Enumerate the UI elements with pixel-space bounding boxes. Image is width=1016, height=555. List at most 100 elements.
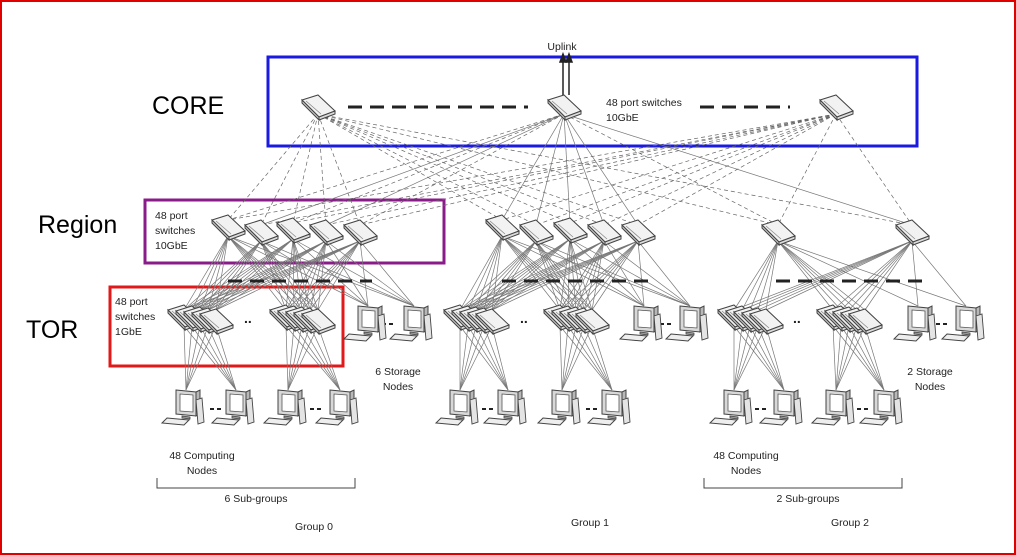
- region-tor-link: [569, 238, 593, 311]
- region-tor-link: [501, 235, 577, 311]
- tor-computing-link: [483, 325, 509, 391]
- tor-computing-link: [185, 325, 209, 391]
- core-region-link: [317, 113, 605, 226]
- core-region-link: [359, 113, 837, 226]
- tor-switch-label-line1: 48 port: [115, 296, 148, 308]
- region-tor-link: [227, 235, 311, 311]
- region-tor-link: [459, 235, 503, 311]
- tor-computing-link: [567, 325, 613, 391]
- computing-nodes-right-line2: Nodes: [731, 465, 761, 477]
- tor-computing-link: [459, 325, 477, 391]
- region-tor-link: [583, 240, 605, 311]
- tor-computing-link: [301, 325, 341, 391]
- subgroup-bracket-left: [156, 478, 356, 489]
- region-tor-link: [848, 240, 913, 311]
- core-region-link: [777, 113, 837, 226]
- core-region-link: [317, 113, 913, 226]
- region-tor-link: [292, 238, 319, 311]
- tor-computing-link: [733, 325, 767, 391]
- region-storage-link: [603, 240, 691, 307]
- tor-computing-link: [309, 325, 341, 391]
- tor-computing-link: [840, 325, 885, 391]
- tor-computing-link: [591, 325, 613, 391]
- core-region-link: [227, 113, 837, 221]
- tor-computing-link: [459, 325, 469, 391]
- tor-computing-link: [733, 325, 743, 391]
- region-tor-link: [183, 235, 229, 311]
- computing-nodes-left-line1: 48 Computing: [169, 450, 235, 462]
- core-region-link: [260, 113, 837, 226]
- region-tor-link: [491, 240, 605, 311]
- computing-node-icon: [483, 389, 527, 426]
- computing-node-icon: [161, 389, 205, 426]
- tor-computing-link: [317, 325, 341, 391]
- tor-switch-label-line2: switches: [115, 311, 155, 323]
- tor-computing-link: [183, 325, 187, 391]
- region-tor-link: [567, 240, 605, 311]
- core-region-link: [317, 113, 779, 226]
- region-storage-link: [777, 240, 967, 307]
- switch-row-separators: [210, 105, 950, 410]
- tor-computing-link: [199, 325, 237, 391]
- region-tor-link: [227, 235, 303, 311]
- storage-node-icon: [893, 305, 937, 342]
- region-tor-link: [583, 240, 639, 311]
- subgroups-right-label: 2 Sub-groups: [776, 493, 839, 505]
- region-switch-icon: [895, 219, 930, 246]
- region-tor-link: [535, 240, 569, 311]
- core-region-link: [563, 113, 913, 226]
- group-label-2: Group 2: [831, 517, 869, 529]
- core-box: [266, 55, 919, 148]
- tor-computing-link: [835, 325, 866, 391]
- region-tor-link: [483, 240, 639, 311]
- region-tor-link: [501, 235, 569, 311]
- region-tor-link: [777, 240, 858, 311]
- region-tor-link: [227, 235, 319, 311]
- region-storage-link: [911, 240, 919, 307]
- computing-node-icon: [211, 389, 255, 426]
- region-tor-link: [215, 240, 262, 311]
- storage-node-icon: [619, 305, 663, 342]
- region-switch-label-line1: 48 port: [155, 210, 188, 222]
- region-tor-link: [260, 240, 295, 311]
- core-region-link: [501, 113, 837, 221]
- region-tor-link: [215, 240, 361, 311]
- storage-nodes-right-line2: Nodes: [915, 381, 945, 393]
- tor-computing-link: [856, 325, 885, 391]
- region-tor-link: [765, 240, 779, 311]
- region-tor-link: [207, 240, 262, 311]
- tor-computing-link: [583, 325, 613, 391]
- core-region-link: [563, 113, 571, 224]
- region-tor-link: [301, 240, 327, 311]
- tor-computing-link: [475, 325, 509, 391]
- region-tor-link: [459, 240, 639, 311]
- core-region-link: [535, 113, 565, 226]
- core-switch-icon: [301, 94, 336, 121]
- region-tor-link: [777, 240, 866, 311]
- uplink-arrowhead-left: [558, 51, 568, 63]
- computing-node-icon: [709, 389, 753, 426]
- region-tor-link: [293, 240, 361, 311]
- tor-ellipsis-2: ..: [793, 310, 801, 326]
- tor-computing-link: [207, 325, 237, 391]
- region-tor-link: [475, 240, 537, 311]
- region-tor-link: [864, 240, 913, 311]
- core-region-link: [317, 113, 571, 224]
- tor-computing-link: [285, 325, 289, 391]
- region-tor-link: [733, 240, 913, 311]
- region-tor-link: [777, 240, 842, 311]
- tor-computing-link: [835, 325, 858, 391]
- tor-ellipsis-0: ..: [244, 310, 252, 326]
- region-switch-label-line3: 10GbE: [155, 240, 188, 252]
- computing-node-icon: [587, 389, 631, 426]
- region-storage-link: [637, 240, 691, 307]
- region-tor-link: [501, 235, 585, 311]
- region-tor-link: [215, 235, 229, 311]
- region-tor-link: [741, 240, 913, 311]
- tor-computing-link: [459, 325, 509, 391]
- tor-computing-link: [765, 325, 785, 391]
- tor-computing-link: [191, 325, 237, 391]
- region-storage-link: [359, 240, 415, 307]
- region-tor-link: [292, 238, 295, 311]
- region-tor-link: [215, 240, 327, 311]
